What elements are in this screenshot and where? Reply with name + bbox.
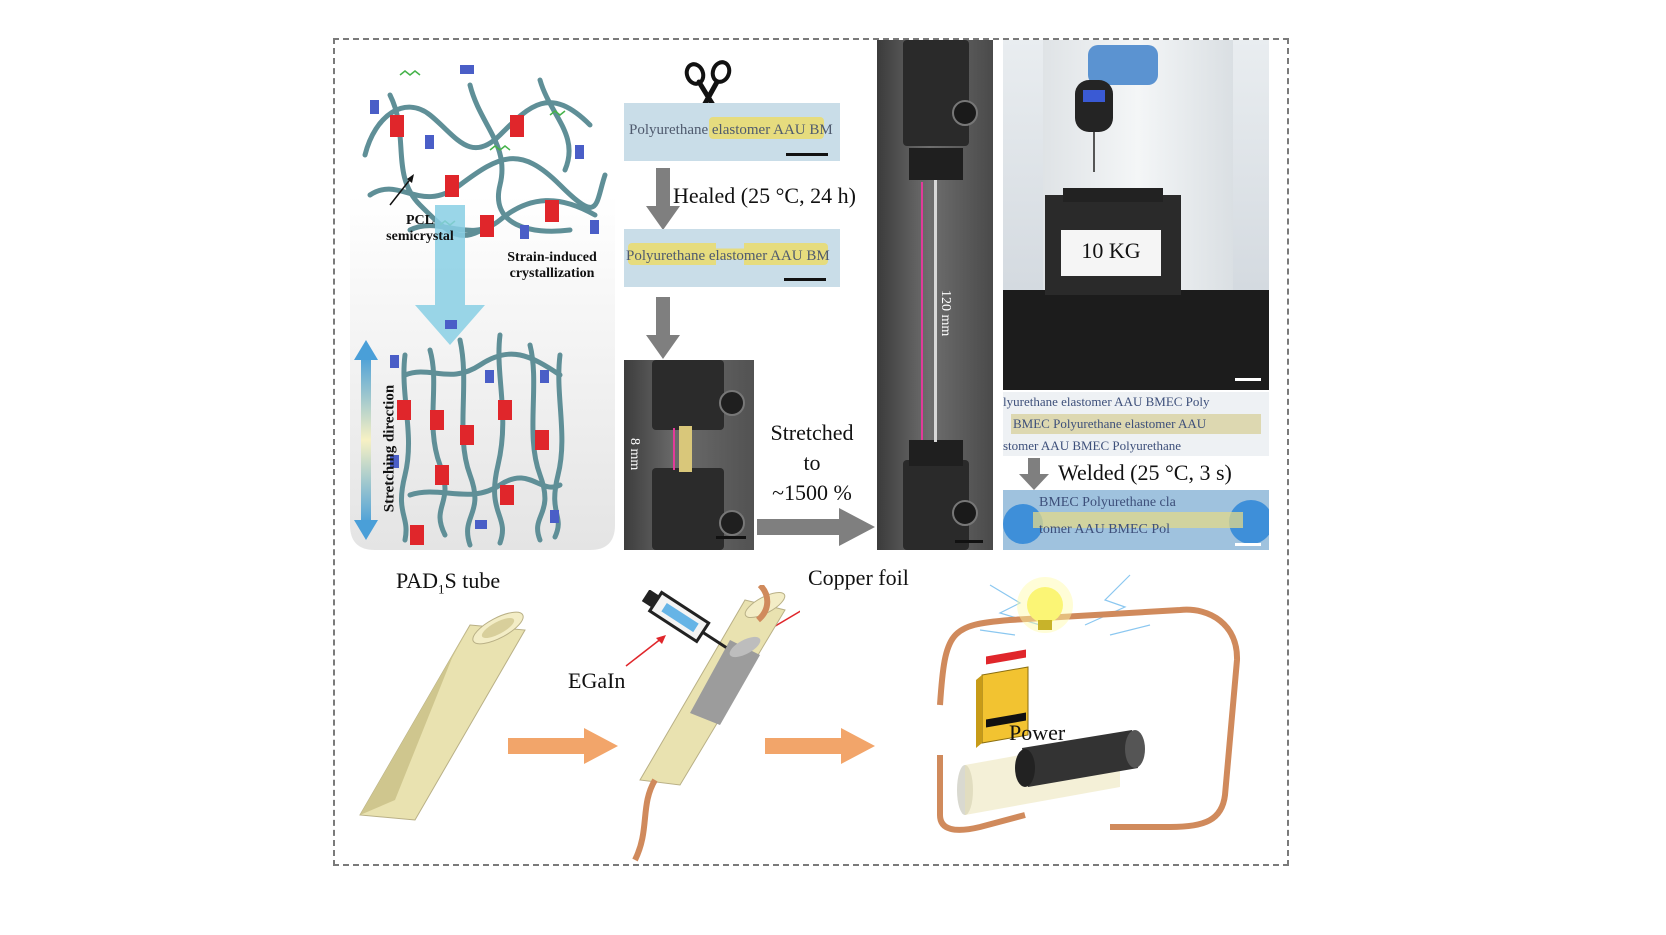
pcl-pointer	[389, 176, 413, 206]
load-test-photo: 10 KG	[1003, 40, 1269, 390]
gauge-marker	[673, 428, 675, 470]
process-arrow-2	[765, 728, 875, 764]
syringe-icon	[641, 590, 727, 649]
welding-text-row-2: BMEC Polyurethane elastomer AAU	[1013, 416, 1207, 431]
welding-text-row-1: lyurethane elastomer AAU BMEC Poly	[1003, 394, 1210, 409]
grip-photo-initial: 8 mm	[624, 360, 754, 550]
scale-bar	[1235, 543, 1261, 546]
stretching-direction-label: Stretching direction	[381, 384, 398, 513]
stretch-right-arrow	[757, 508, 875, 546]
power-source	[976, 649, 1029, 748]
strip-photo-cut: Polyurethane elastomer AAU BM	[624, 103, 840, 161]
pcl-label: PCL semicrystal	[386, 213, 454, 244]
crystallization-arrow	[415, 205, 485, 345]
welding-down-arrow	[1019, 458, 1049, 490]
hanging-scale	[1075, 80, 1113, 132]
welded-text-row-2: tomer AAU BMEC Pol	[1039, 522, 1171, 537]
healing-down-arrow	[646, 168, 680, 230]
welded-text-row-1: BMEC Polyurethane cla	[1039, 495, 1176, 510]
welding-text-row-3: stomer AAU BMEC Polyurethane	[1003, 438, 1182, 453]
tube-label: PAD1S tube	[396, 568, 501, 597]
gauge-length-label: 8 mm	[627, 438, 642, 471]
strain-induced-label: Strain-induced crystallization	[507, 250, 597, 281]
weight-label: 10 KG	[1081, 238, 1141, 263]
strip-text-healed: Polyurethane elastomer AAU BM	[626, 248, 830, 264]
scale-bar	[716, 536, 746, 539]
scale-bar	[784, 278, 826, 281]
grip-photo-stretched: 120 mm	[877, 40, 993, 550]
copper-foil-label: Copper foil	[808, 565, 909, 590]
stretched-label: Stretched to ~1500 %	[770, 420, 854, 505]
stretched-length-label: 120 mm	[938, 290, 953, 337]
scale-bar	[955, 540, 983, 543]
scale-bar	[786, 153, 828, 156]
filling-illustration	[632, 585, 800, 862]
welded-photo: BMEC Polyurethane cla tomer AAU BMEC Pol	[1003, 490, 1269, 550]
healed-label: Healed (25 °C, 24 h)	[673, 183, 856, 208]
stretch-down-arrow	[646, 297, 680, 359]
liquid-metal-wire	[1022, 730, 1138, 787]
scale-bar	[1235, 378, 1261, 381]
dashed-frame	[333, 38, 1289, 866]
strip-text-cut: Polyurethane elastomer AAU BM	[629, 122, 833, 138]
welding-text-photo: lyurethane elastomer AAU BMEC Poly BMEC …	[1003, 392, 1269, 456]
stretching-direction-arrow	[361, 355, 371, 525]
egain-label: EGaIn	[568, 668, 626, 693]
egain-pointer	[625, 635, 666, 667]
length-marker	[921, 182, 923, 440]
strip-photo-healed: Polyurethane elastomer AAU BM	[624, 229, 840, 287]
process-arrow-1	[508, 728, 618, 764]
circuit-illustration	[937, 574, 1241, 833]
schematic-background	[350, 195, 615, 550]
tube-illustration	[359, 611, 526, 821]
light-bulb-icon	[1027, 587, 1063, 623]
schematic-graphic	[350, 65, 615, 550]
schematic-panel: PCL semicrystal Strain-induced crystalli…	[350, 55, 615, 550]
welded-label: Welded (25 °C, 3 s)	[1058, 460, 1232, 485]
power-label: Power	[1009, 720, 1066, 745]
